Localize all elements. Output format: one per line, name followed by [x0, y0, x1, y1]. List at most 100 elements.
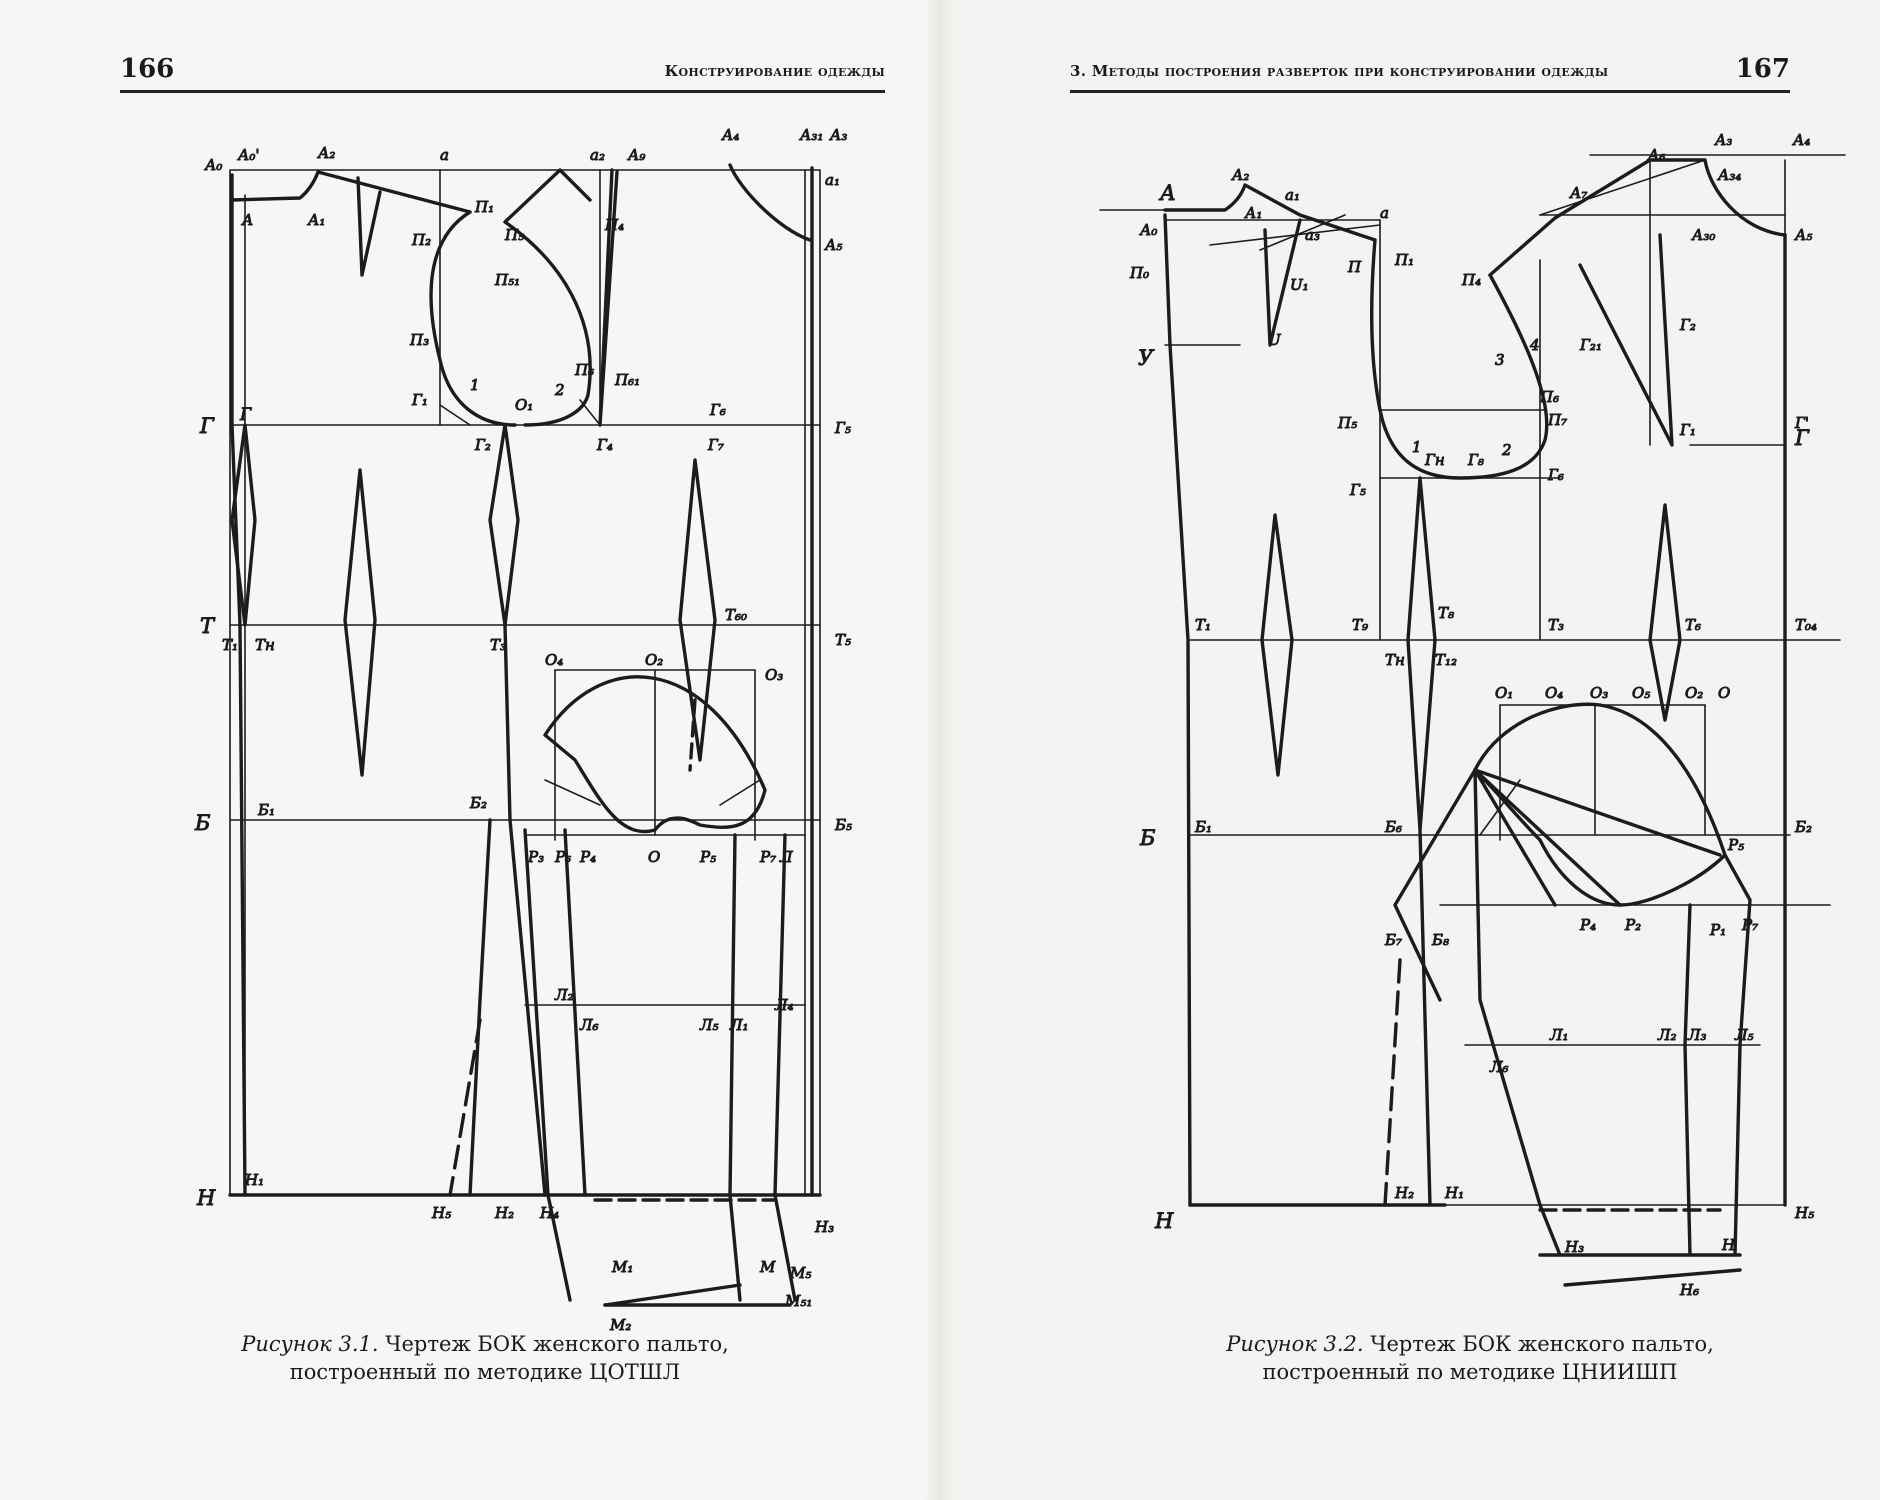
point-label: О₁: [515, 396, 533, 414]
point-label: А₇: [1569, 184, 1587, 202]
point-label: Т₀₄: [1795, 616, 1817, 634]
point-label: М₅: [789, 1264, 811, 1282]
figure-caption-left: Рисунок 3.1. Чертеж БОК женского пальто,…: [195, 1330, 775, 1386]
point-label: Р₇: [1741, 916, 1758, 934]
point-label: U₁: [1290, 276, 1309, 294]
point-label: Т₁: [222, 636, 238, 654]
point-label: О: [648, 848, 660, 866]
point-label: а₁: [1285, 186, 1300, 204]
point-label: Л₅: [699, 1016, 719, 1034]
point-label: Р₅: [1727, 836, 1744, 854]
point-label: П₄: [1461, 271, 1481, 289]
point-label: А₃: [1714, 131, 1732, 149]
point-label: Т₅: [835, 631, 851, 649]
point-label: А: [241, 211, 253, 229]
point-label: Г₂₁: [1579, 336, 1602, 354]
point-label: П₅: [504, 226, 524, 244]
point-label: П₅: [1337, 414, 1357, 432]
caption-line-2: построенный по методике ЦОТШЛ: [289, 1360, 681, 1384]
point-label: Т₃: [1548, 616, 1564, 634]
point-label: П₂: [411, 231, 431, 249]
point-label: Г₁: [411, 391, 428, 409]
running-title: 3. Методы построения разверток при конст…: [1070, 62, 1609, 80]
point-label: Н₃: [1564, 1238, 1584, 1256]
point-label: Г₅: [1349, 481, 1366, 499]
point-label: Р₄: [1579, 916, 1596, 934]
point-label: Т₈: [1438, 604, 1454, 622]
caption-label: Рисунок 3.2.: [1226, 1332, 1364, 1356]
point-label: Н₁: [244, 1171, 264, 1189]
right-page-header: 3. Методы построения разверток при конст…: [1070, 50, 1790, 93]
point-label: А₃₀: [1691, 226, 1715, 244]
book-gutter: [925, 0, 955, 1500]
point-label: Б₆: [1384, 818, 1402, 836]
caption-line-1: Чертеж БОК женского пальто,: [385, 1332, 729, 1356]
point-label: А₆: [1647, 146, 1665, 164]
point-label: Г₂: [474, 436, 491, 454]
drawing-figure-3-1: Г Г Т Б Н А₀ А₀' А₂ а а₂ А₉ А₄ А₃₁ А₃ а₁…: [194, 126, 853, 1335]
point-label: Т₁₂: [1435, 651, 1457, 669]
point-label: а₃: [1305, 226, 1320, 244]
point-label: А₉: [627, 146, 645, 164]
point-label: 3: [1495, 351, 1505, 369]
point-label: Г₈: [1467, 451, 1484, 469]
point-label: Б₈: [1431, 931, 1449, 949]
point-label: 2: [1501, 441, 1512, 459]
point-label: Н₄: [539, 1204, 559, 1222]
point-label: а₁: [825, 171, 840, 189]
caption-line-2: построенный по методике ЦНИИШП: [1262, 1360, 1678, 1384]
axis-label-t: Т: [200, 614, 216, 638]
page-number: 166: [120, 54, 175, 84]
point-label: Р₅: [699, 848, 716, 866]
point-label: Р₄: [579, 848, 596, 866]
point-label: Н₁: [1444, 1184, 1464, 1202]
axis-label-u: У: [1138, 346, 1155, 370]
point-label: Л₂: [1657, 1026, 1677, 1044]
point-label: Т₁: [1195, 616, 1211, 634]
caption-line-1: Чертеж БОК женского пальто,: [1370, 1332, 1714, 1356]
running-title: Конструирование одежды: [664, 62, 885, 80]
point-label: М: [759, 1258, 776, 1276]
point-label: Л₄: [774, 996, 794, 1014]
point-label: U: [1268, 331, 1282, 349]
point-label: О₂: [1685, 684, 1703, 702]
point-label: Л₁: [729, 1016, 749, 1034]
point-label: О₃: [1590, 684, 1608, 702]
point-label: а₂: [590, 146, 605, 164]
point-label: А₅: [1794, 226, 1812, 244]
caption-label: Рисунок 3.1.: [241, 1332, 379, 1356]
point-label: 4: [1529, 336, 1540, 354]
point-label: А₀: [204, 156, 222, 174]
point-label: А₀: [1139, 221, 1157, 239]
point-label: Н₂: [494, 1204, 514, 1222]
point-label: А₁: [1244, 204, 1262, 222]
point-label: П₅₁: [494, 271, 520, 289]
point-label: Р₆: [554, 848, 571, 866]
point-label: а: [440, 146, 449, 164]
left-page-header: 166 Конструирование одежды: [120, 50, 885, 93]
point-label: Н₅: [1794, 1204, 1814, 1222]
point-label: О₅: [1632, 684, 1650, 702]
point-label: Р₇: [759, 848, 776, 866]
axis-label-g-inner: Г: [239, 405, 252, 425]
point-label: Л₁: [1549, 1026, 1569, 1044]
point-label: Л₆: [1489, 1058, 1509, 1076]
point-label: Б₁: [1194, 818, 1212, 836]
point-label: О₃: [765, 666, 783, 684]
point-label: Г₁: [1679, 421, 1696, 439]
point-label: Н: [1721, 1236, 1736, 1254]
point-label: П₁: [1394, 251, 1414, 269]
point-label: Тн: [255, 636, 275, 654]
point-label: М₁: [611, 1258, 633, 1276]
point-label: П₆: [1539, 388, 1559, 406]
point-label: А₄: [1792, 131, 1810, 149]
point-label: О₄: [1545, 684, 1563, 702]
point-label: Н₂: [1394, 1184, 1414, 1202]
point-label: Б₅: [834, 816, 852, 834]
point-label: Г₆: [709, 401, 726, 419]
point-label: А₂: [317, 144, 335, 162]
point-label: П₆: [574, 361, 594, 379]
point-label: А₃₁: [799, 126, 823, 144]
point-label: 1: [1412, 438, 1422, 456]
point-label: Г₄: [596, 436, 613, 454]
